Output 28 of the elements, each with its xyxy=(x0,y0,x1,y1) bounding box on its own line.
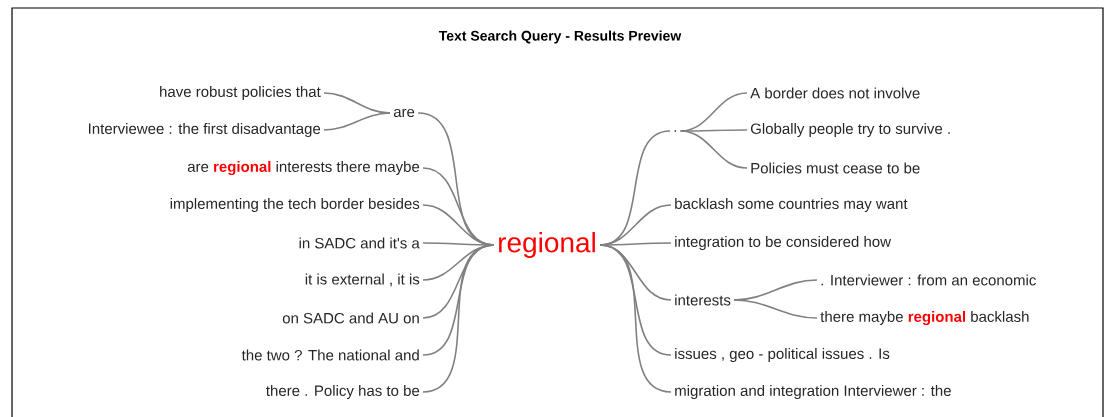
connector-line xyxy=(422,244,495,393)
connector-line xyxy=(733,299,818,319)
word-phrase: migration and integration Interviewer : the xyxy=(675,385,951,399)
word-phrase: backlash some countries may want xyxy=(675,198,908,212)
word-phrase: implementing the tech border besides xyxy=(170,198,420,212)
title: Text Search Query - Results Preview xyxy=(438,30,682,44)
word-phrase: are regional interests there maybe xyxy=(187,160,420,175)
connector-line xyxy=(323,112,391,131)
word-phrase: . xyxy=(674,130,676,132)
word-phrase: it is external , it is xyxy=(305,273,420,287)
word-phrase: interests xyxy=(675,294,731,306)
word-phrase: there maybe regional backlash xyxy=(820,310,1029,325)
word-phrase: Policies must cease to be xyxy=(751,162,920,174)
word-phrase: Interviewee : the first disadvantage xyxy=(89,123,321,137)
word-phrase: integration to be considered how xyxy=(675,236,891,250)
word-phrase: in SADC and it's a xyxy=(299,237,420,249)
word-phrase: the two ? The national and xyxy=(241,349,419,361)
word-phrase: on SADC and AU on xyxy=(282,312,419,324)
word-phrase: issues , geo - political issues . Is xyxy=(675,348,890,362)
word-phrase: are xyxy=(393,108,415,118)
connector-line xyxy=(679,130,748,169)
word-phrase: have robust policies that xyxy=(160,86,321,100)
word-phrase: A border does not involve xyxy=(750,87,920,99)
word-phrase: Globally people try to survive . xyxy=(750,123,950,137)
root-word: regional xyxy=(499,231,595,259)
word-phrase: there . Policy has to be xyxy=(266,385,420,399)
connector-line xyxy=(599,244,672,393)
word-phrase: . Interviewer : from an economic xyxy=(821,274,1036,286)
